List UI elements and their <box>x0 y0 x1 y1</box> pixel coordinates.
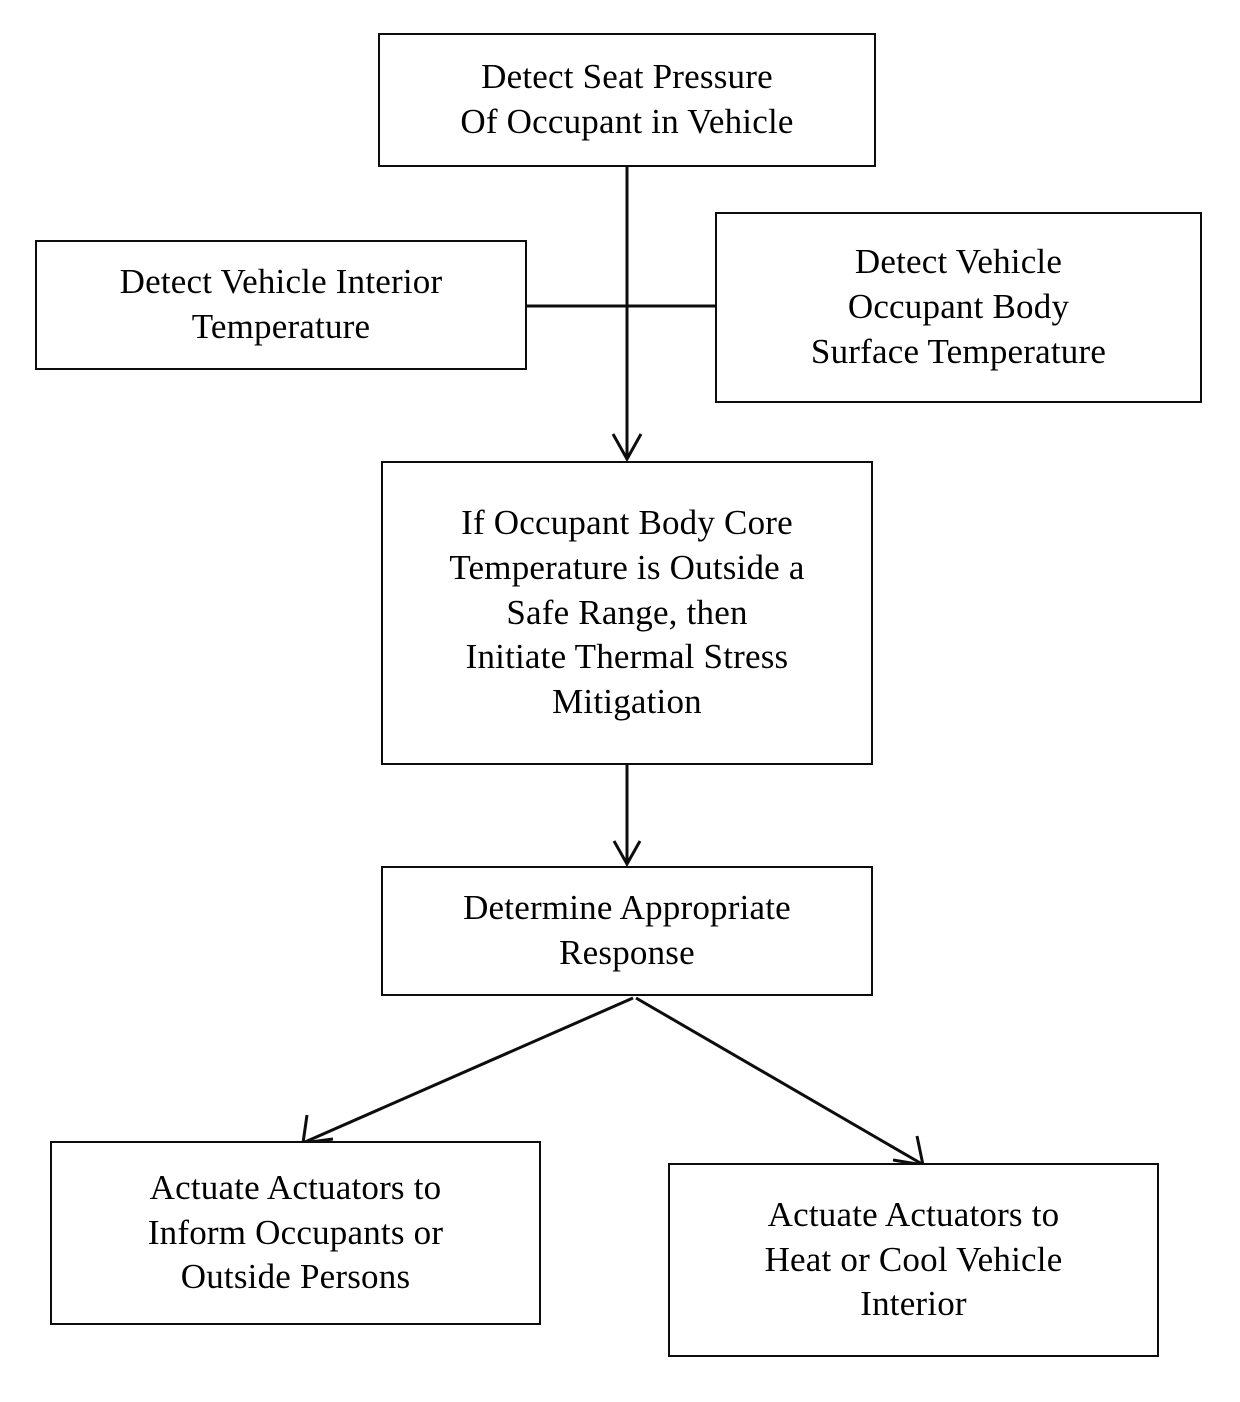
node-detect-occupant-body-surface-temperature[interactable]: Detect Vehicle Occupant Body Surface Tem… <box>715 212 1202 403</box>
node-detect-seat-pressure[interactable]: Detect Seat Pressure Of Occupant in Vehi… <box>378 33 876 167</box>
node-label: Actuate Actuators to Inform Occupants or… <box>147 1167 444 1297</box>
node-actuate-heat-or-cool-interior[interactable]: Actuate Actuators to Heat or Cool Vehicl… <box>668 1163 1159 1357</box>
edge-seat-pressure-to-core-temp <box>611 167 643 463</box>
node-label: Determine Appropriate Response <box>463 888 791 972</box>
edge-determine-to-heatcool <box>635 996 925 1167</box>
edge-core-temp-to-determine <box>612 765 642 868</box>
node-label: If Occupant Body Core Temperature is Out… <box>449 503 805 722</box>
arrowhead-open-v <box>301 1114 334 1145</box>
edge-determine-to-inform <box>301 996 634 1145</box>
node-core-temperature-check[interactable]: If Occupant Body Core Temperature is Out… <box>381 461 873 765</box>
node-label: Detect Seat Pressure Of Occupant in Vehi… <box>460 57 794 141</box>
arrowhead-open-v <box>612 840 642 868</box>
node-label: Detect Vehicle Occupant Body Surface Tem… <box>810 242 1107 371</box>
node-label: Detect Vehicle Interior Temperature <box>119 262 443 346</box>
arrowhead-open-v <box>892 1135 925 1167</box>
node-determine-appropriate-response[interactable]: Determine Appropriate Response <box>381 866 873 996</box>
node-actuate-inform-occupants[interactable]: Actuate Actuators to Inform Occupants or… <box>50 1141 541 1325</box>
node-detect-vehicle-interior-temperature[interactable]: Detect Vehicle Interior Temperature <box>35 240 527 370</box>
arrowhead-open-v <box>611 433 643 463</box>
node-label: Actuate Actuators to Heat or Cool Vehicl… <box>764 1194 1063 1324</box>
